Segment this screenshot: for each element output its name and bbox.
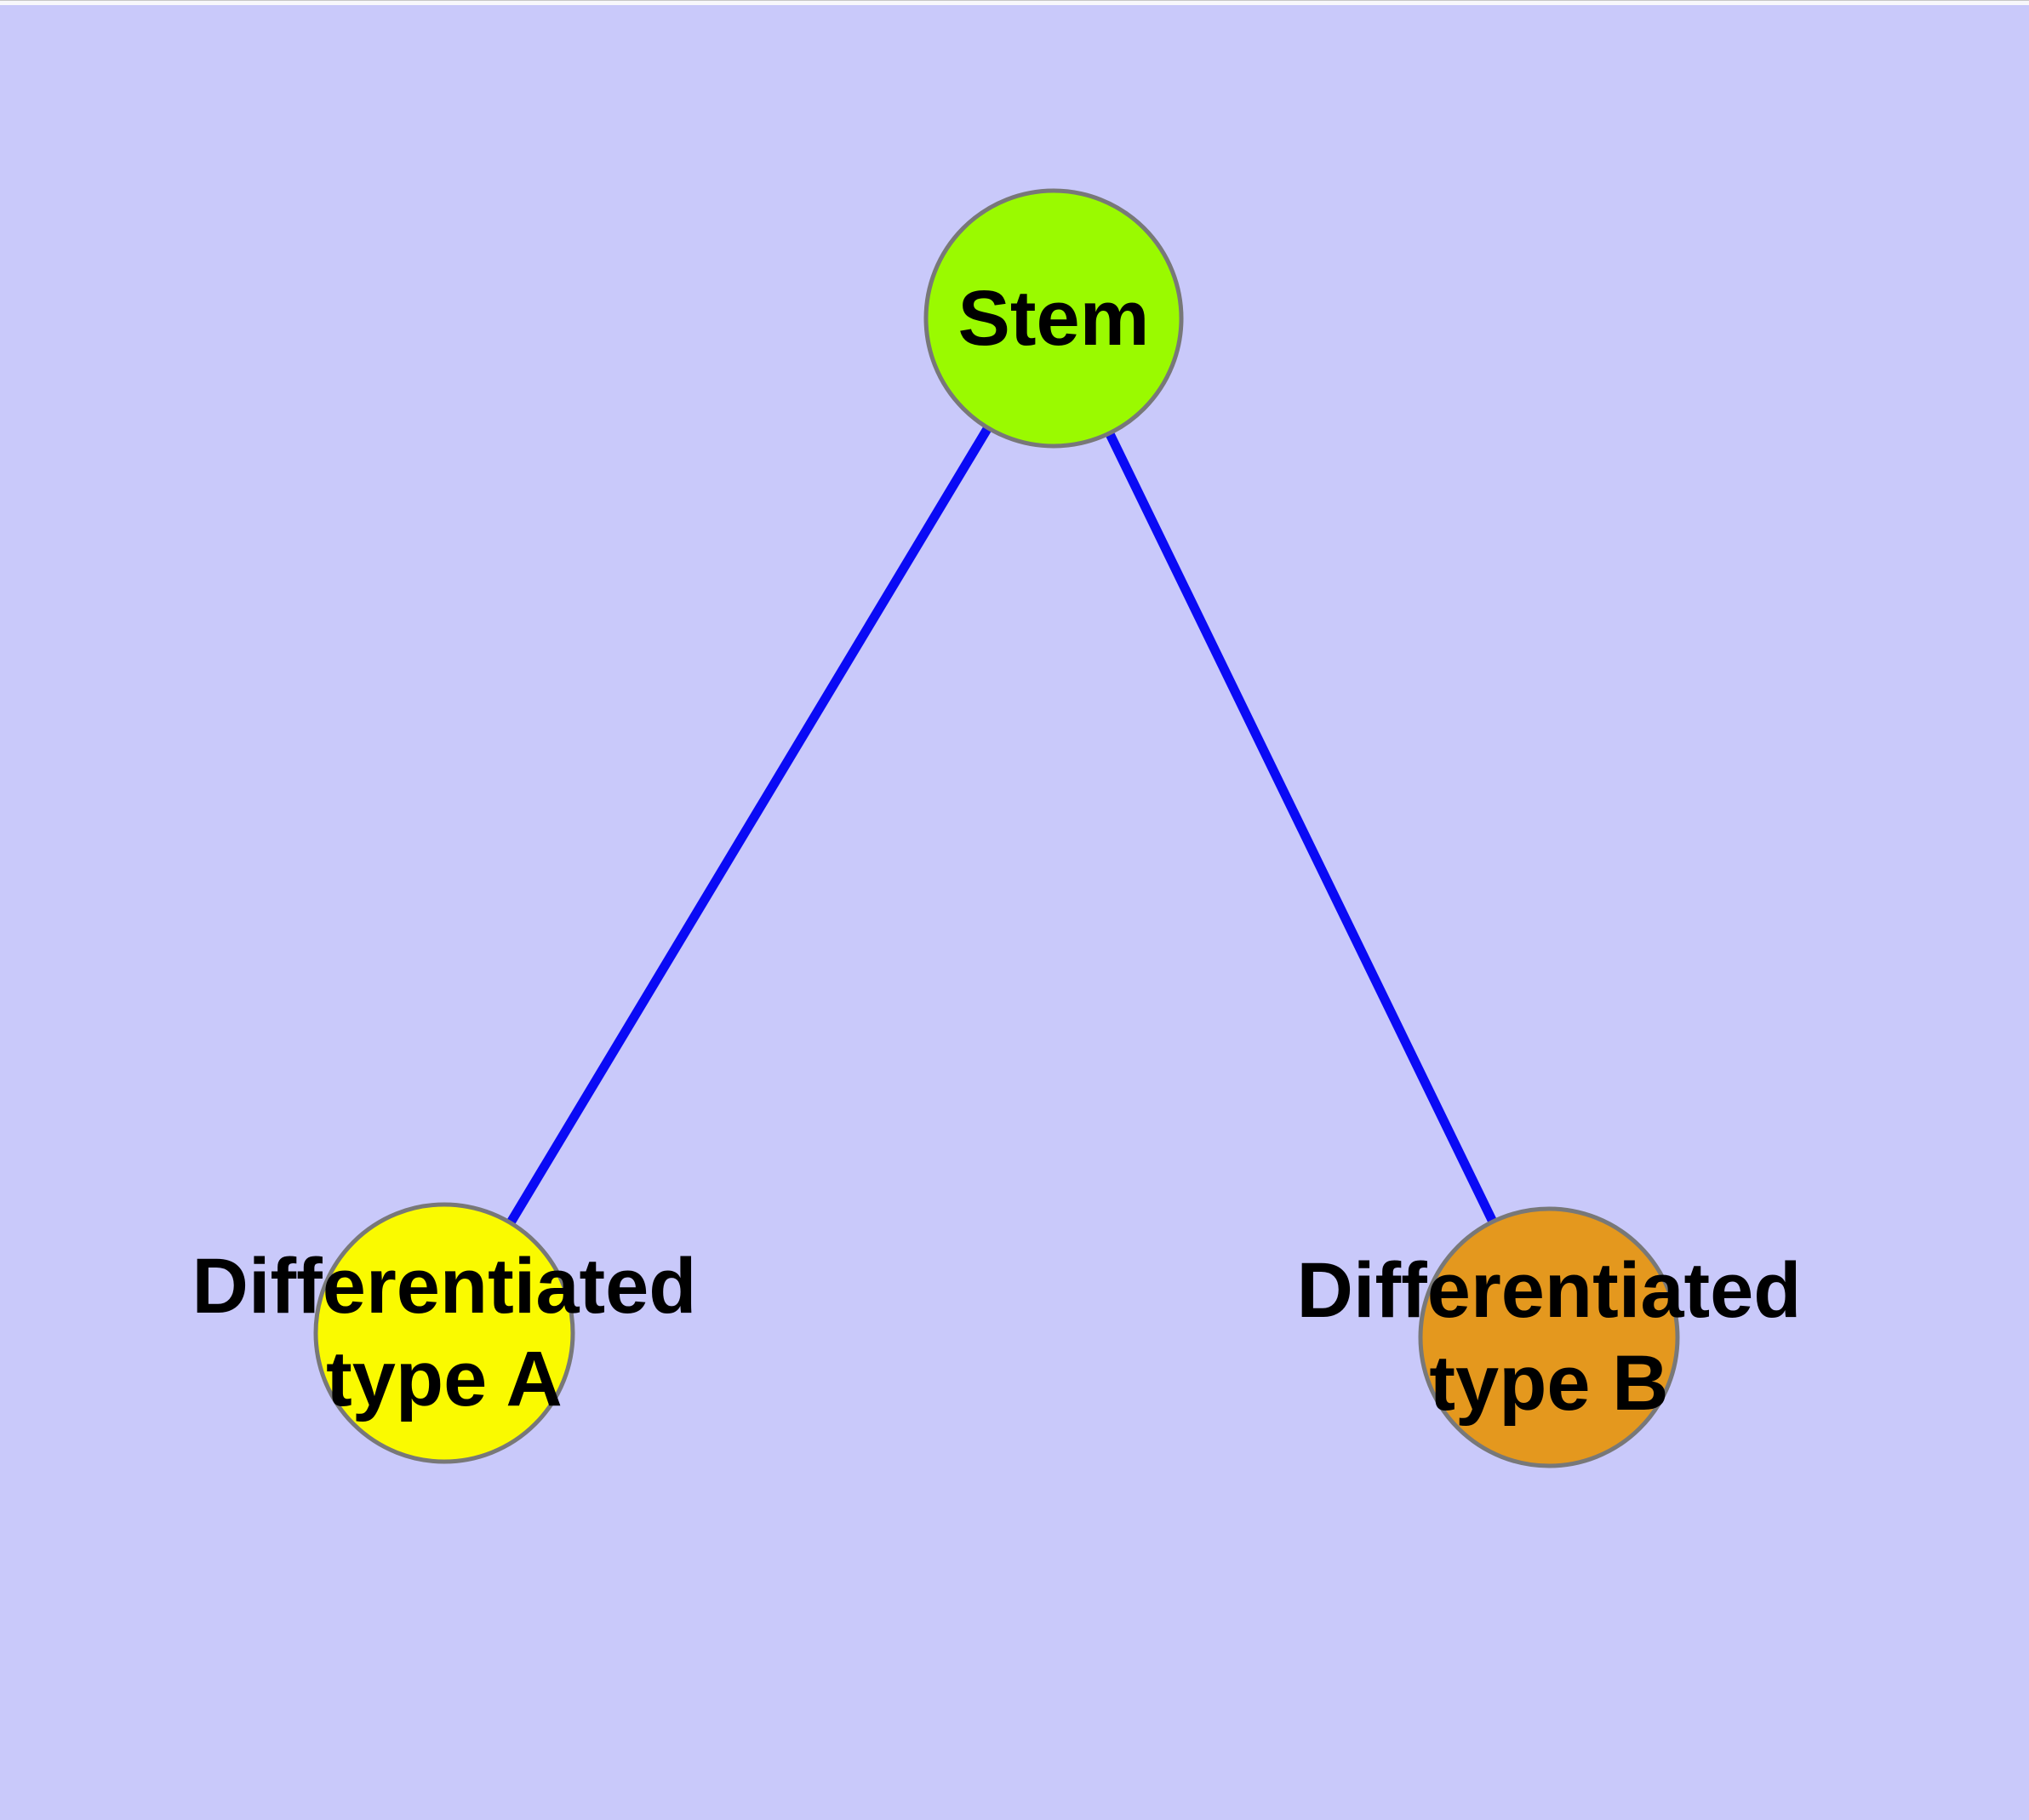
edge-stem-to-type-b [1049, 316, 1553, 1340]
window-top-edge [0, 0, 2029, 5]
edge-stem-to-type-a [440, 316, 1058, 1336]
node-differentiated-type-b-circle [1418, 1206, 1680, 1468]
node-differentiated-type-a-circle [313, 1202, 575, 1464]
node-stem-circle [923, 188, 1184, 449]
